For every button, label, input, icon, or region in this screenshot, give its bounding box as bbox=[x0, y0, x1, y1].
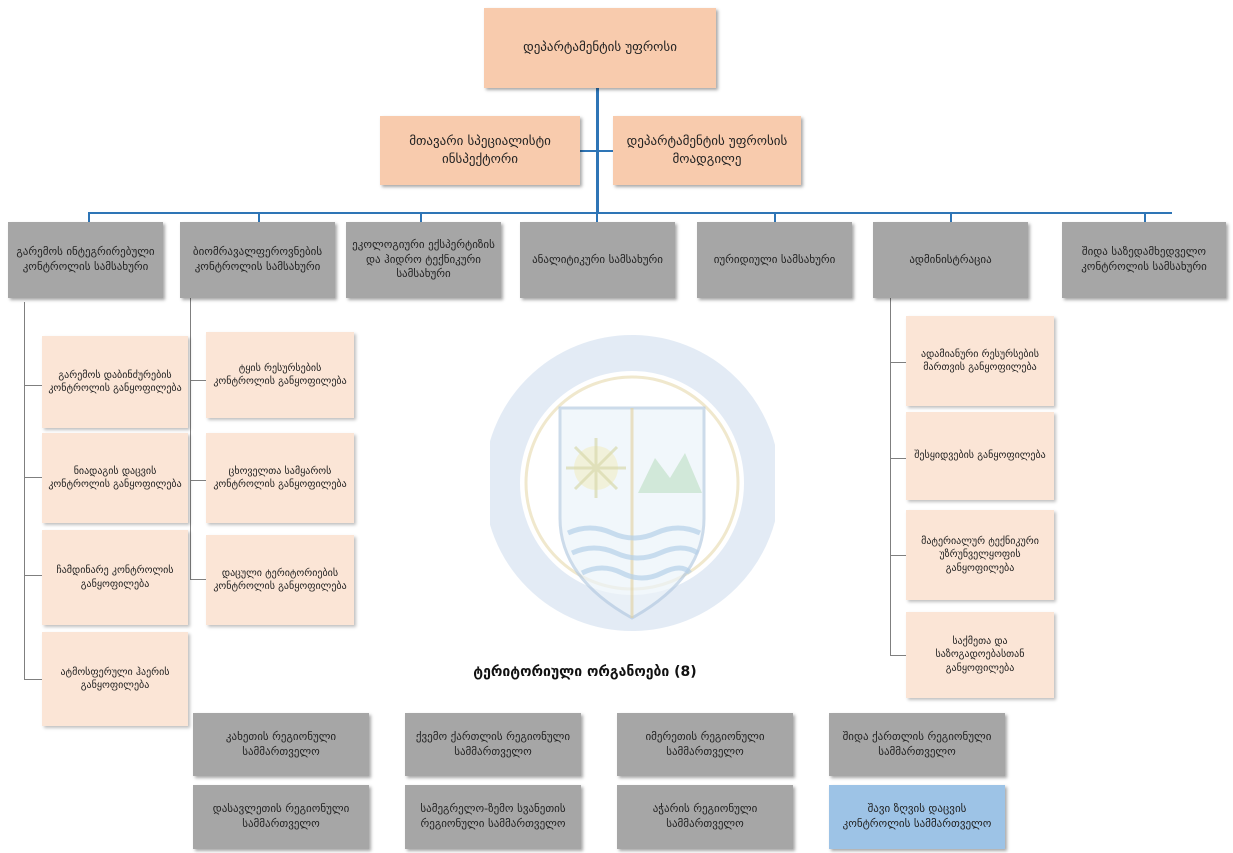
regional-kvemo-kartli: ქვემო ქართლის რეგიონული სამმართველო bbox=[405, 713, 581, 776]
connector-head-vertical bbox=[596, 88, 599, 214]
service-label: იურიდიული სამსახური bbox=[713, 252, 836, 266]
unit-label: ჩამდინარე კონტროლის განყოფილება bbox=[56, 565, 174, 590]
connector-services-horizontal bbox=[88, 212, 1172, 214]
unit-label: შესყიდვების განყოფილება bbox=[914, 450, 1046, 462]
connector-drop-6 bbox=[950, 212, 952, 222]
connector-col1-h4 bbox=[24, 679, 42, 680]
unit-soil-control: ნიადაგის დაცვის კონტროლის განყოფილება bbox=[42, 433, 188, 523]
connector-col1-h1 bbox=[24, 385, 42, 386]
service-internal-oversight: შიდა საზედამხედველო კონტროლის სამსახური bbox=[1062, 222, 1226, 298]
regional-western: დასავლეთის რეგიონული სამმართველო bbox=[193, 785, 369, 849]
service-analytical: ანალიტიკური სამსახური bbox=[520, 222, 675, 298]
service-legal: იურიდიული სამსახური bbox=[697, 222, 852, 298]
regional-label: დასავლეთის რეგიონული სამმართველო bbox=[212, 802, 350, 830]
service-label: ანალიტიკური სამსახური bbox=[532, 252, 663, 266]
department-head-label: დეპარტამენტის უფროსი bbox=[523, 40, 677, 56]
department-head-box: დეპარტამენტის უფროსი bbox=[484, 8, 716, 88]
unit-air-control: ატმოსფერული ჰაერის განყოფილება bbox=[42, 632, 188, 726]
connector-admin-h2 bbox=[890, 458, 906, 459]
connector-col1-h2 bbox=[24, 477, 42, 478]
unit-pollution-control: გარემოს დაბინძურების კონტროლის განყოფილე… bbox=[42, 336, 188, 428]
unit-label: ატმოსფერული ჰაერის განყოფილება bbox=[60, 666, 170, 692]
chief-inspector-box: მთავარი სპეციალისტი ინსპექტორი bbox=[380, 116, 580, 185]
regional-label: სამეგრელო-ზემო სვანეთის რეგიონული სამმარ… bbox=[420, 802, 566, 830]
connector-col1-vertical bbox=[24, 302, 25, 680]
connector-drop-4 bbox=[596, 212, 598, 222]
service-ecological-expertise: ეკოლოგიური ექსპერტიზის და ჰიდრო ტექნიკურ… bbox=[346, 222, 501, 298]
unit-public-relations: საქმეთა და საზოგადოებასთან განყოფილება bbox=[906, 612, 1054, 698]
service-label: ადმინისტრაცია bbox=[909, 252, 992, 266]
deputy-head-label: დეპარტამენტის უფროსის მოადგილე bbox=[626, 133, 788, 167]
service-label: გარემოს ინტეგრირებული კონტროლის სამსახურ… bbox=[16, 245, 155, 273]
unit-label: ცხოველთა სამყაროს კონტროლის განყოფილება bbox=[213, 465, 347, 491]
regional-samegrelo-svaneti: სამეგრელო-ზემო სვანეთის რეგიონული სამმარ… bbox=[405, 785, 581, 849]
unit-procurement: შესყიდვების განყოფილება bbox=[906, 412, 1054, 500]
connector-drop-1 bbox=[88, 212, 90, 222]
regional-bodies-title: ტერიტორიული ორგანოები (8) bbox=[473, 664, 697, 680]
regional-label: შავი ზღვის დაცვის კონტროლის სამმართველო bbox=[842, 802, 992, 830]
connector-col1-h3 bbox=[24, 575, 42, 576]
service-biodiversity-control: ბიომრავალფეროვნების კონტროლის სამსახური bbox=[180, 222, 335, 298]
unit-label: მატერიალურ ტექნიკური უზრუნველყოფის განყო… bbox=[921, 535, 1039, 574]
service-integrated-control: გარემოს ინტეგრირებული კონტროლის სამსახურ… bbox=[8, 222, 163, 298]
connector-col2-vertical bbox=[190, 298, 191, 580]
service-label: შიდა საზედამხედველო კონტროლის სამსახური bbox=[1081, 245, 1207, 273]
connector-admin-h1 bbox=[890, 362, 906, 363]
unit-wastewater-control: ჩამდინარე კონტროლის განყოფილება bbox=[42, 530, 188, 625]
unit-human-resources: ადამიანური რესურსების მართვის განყოფილებ… bbox=[906, 316, 1054, 406]
service-administration: ადმინისტრაცია bbox=[873, 222, 1028, 298]
unit-label: ნიადაგის დაცვის კონტროლის განყოფილება bbox=[48, 465, 182, 491]
regional-label: აჭარის რეგიონული სამმართველო bbox=[652, 802, 758, 830]
unit-label: ადამიანური რესურსების მართვის განყოფილებ… bbox=[921, 348, 1039, 374]
unit-label: საქმეთა და საზოგადოებასთან განყოფილება bbox=[935, 635, 1025, 674]
connector-col2-h3 bbox=[190, 579, 206, 580]
regional-adjara: აჭარის რეგიონული სამმართველო bbox=[617, 785, 793, 849]
connector-col2-h1 bbox=[190, 380, 206, 381]
service-label: ბიომრავალფეროვნების კონტროლის სამსახური bbox=[192, 245, 323, 273]
connector-col2-h2 bbox=[190, 480, 206, 481]
unit-forest-control: ტყის რესურსების კონტროლის განყოფილება bbox=[206, 332, 354, 418]
connector-advisor-right bbox=[599, 150, 613, 152]
regional-black-sea: შავი ზღვის დაცვის კონტროლის სამმართველო bbox=[829, 785, 1005, 849]
connector-admin-h3 bbox=[890, 555, 906, 556]
connector-drop-7 bbox=[1144, 212, 1146, 222]
connector-drop-5 bbox=[774, 212, 776, 222]
unit-logistics: მატერიალურ ტექნიკური უზრუნველყოფის განყო… bbox=[906, 510, 1054, 600]
emblem-seal-icon bbox=[490, 335, 775, 631]
regional-label: იმერეთის რეგიონული სამმართველო bbox=[645, 729, 765, 758]
service-label: ეკოლოგიური ექსპერტიზის და ჰიდრო ტექნიკურ… bbox=[352, 237, 495, 281]
unit-label: ტყის რესურსების კონტროლის განყოფილება bbox=[213, 362, 347, 388]
connector-drop-2 bbox=[258, 212, 260, 222]
deputy-head-box: დეპარტამენტის უფროსის მოადგილე bbox=[613, 116, 801, 185]
regional-label: კახეთის რეგიონული სამმართველო bbox=[225, 729, 337, 758]
connector-advisor-left bbox=[580, 150, 596, 152]
unit-fauna-control: ცხოველთა სამყაროს კონტროლის განყოფილება bbox=[206, 433, 354, 523]
connector-admin-h4 bbox=[890, 655, 906, 656]
regional-shida-kartli: შიდა ქართლის რეგიონული სამმართველო bbox=[829, 713, 1005, 776]
regional-imereti: იმერეთის რეგიონული სამმართველო bbox=[617, 713, 793, 776]
unit-label: გარემოს დაბინძურების კონტროლის განყოფილე… bbox=[48, 369, 182, 395]
connector-drop-3 bbox=[420, 212, 422, 222]
unit-protected-areas-control: დაცული ტერიტორიების კონტროლის განყოფილებ… bbox=[206, 535, 354, 625]
connector-admin-vertical bbox=[890, 298, 891, 656]
regional-kakheti: კახეთის რეგიონული სამმართველო bbox=[193, 713, 369, 776]
unit-label: დაცული ტერიტორიების კონტროლის განყოფილებ… bbox=[213, 567, 347, 593]
regional-label: შიდა ქართლის რეგიონული სამმართველო bbox=[842, 729, 992, 758]
regional-label: ქვემო ქართლის რეგიონული სამმართველო bbox=[415, 729, 571, 758]
chief-inspector-label: მთავარი სპეციალისტი ინსპექტორი bbox=[409, 133, 551, 167]
